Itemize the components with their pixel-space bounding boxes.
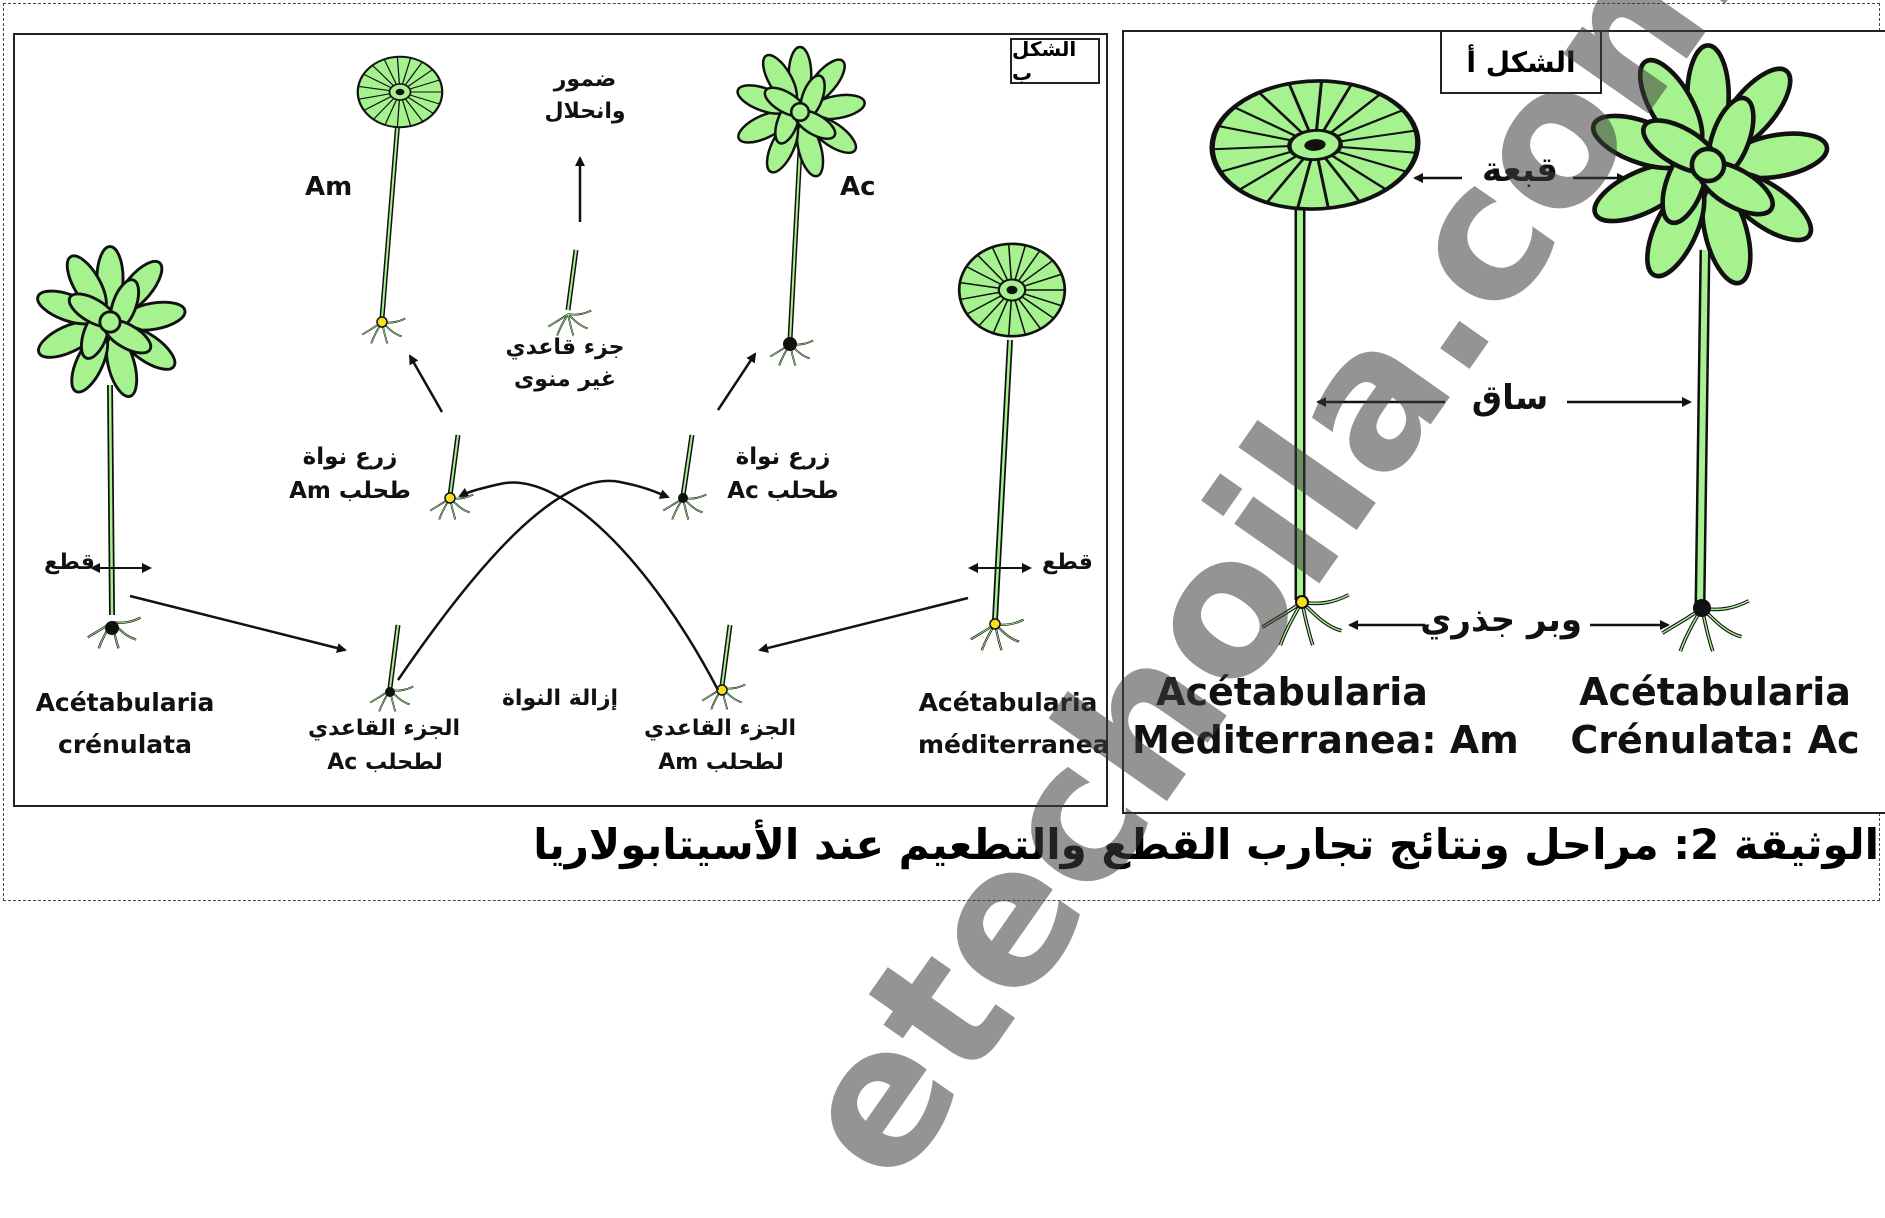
label-stalk: ساق — [1460, 378, 1560, 418]
figure-b-top-ac-plant — [734, 47, 866, 366]
species-crenulata-label: Acétabularia crénulata — [30, 682, 220, 766]
label-graft-ac: زرع نواة طحلب Ac — [718, 440, 848, 508]
label-atrophy: ضمور وانحلال — [530, 64, 640, 128]
figure-b-graft-ac-base — [663, 435, 706, 520]
label-basal-ac: الجزء القاعدي لطحلب Ac — [310, 712, 460, 780]
species-ac-label: Acétabularia Crénulata: Ac — [1560, 668, 1870, 764]
label-ac-result: Ac — [840, 172, 876, 202]
label-rhizoid: وبر جذري — [1432, 600, 1582, 640]
label-basal-am: الجزء القاعدي لطحلب Am — [646, 712, 796, 780]
label-cut-right: قطع — [1042, 550, 1093, 575]
species-mediterranea-label: Acétabularia méditerranea — [918, 682, 1098, 766]
document-caption: الوثيقة 2: مراحل ونتائج تجارب القطع والت… — [779, 820, 1879, 869]
figure-b-top-am-plant — [358, 57, 442, 344]
label-basal-no-nucleus: جزء قاعدي غير منوى — [500, 332, 630, 396]
label-cap: قبعة — [1480, 150, 1560, 190]
figure-b-am-plant — [959, 244, 1065, 651]
figure-a-am-plant — [1194, 68, 1435, 645]
label-am-result: Am — [305, 172, 352, 202]
label-cut-left: قطع — [44, 550, 95, 575]
figure-a-ac-plant — [1587, 45, 1831, 651]
species-am-label: Acétabularia Mediterranea: Am — [1132, 668, 1452, 764]
figure-b-basal-no-nucleus — [548, 250, 591, 336]
label-graft-am: زرع نواة طحلب Am — [285, 440, 415, 508]
label-remove-nucleus: إزالة النواة — [500, 686, 620, 711]
figure-b-basal-am — [702, 625, 745, 710]
figure-b-ac-plant — [34, 247, 188, 649]
figure-b-graft-am-base — [430, 435, 473, 520]
diagram-drawing — [0, 0, 1885, 906]
